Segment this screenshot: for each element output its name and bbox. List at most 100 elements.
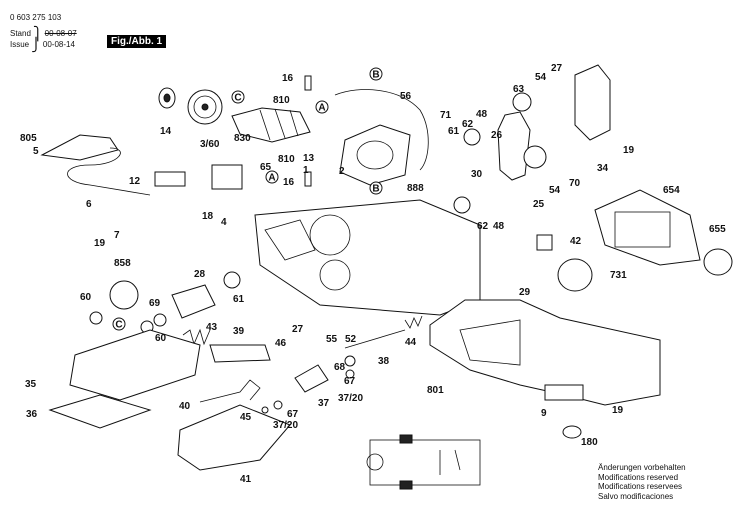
callout: 52 xyxy=(345,334,357,345)
spring44-drawing xyxy=(404,315,423,329)
foot-drawing xyxy=(562,425,582,439)
callout: 9 xyxy=(541,408,547,419)
circuit-diagram xyxy=(369,439,481,486)
callout: 7 xyxy=(114,230,120,241)
callout: 655 xyxy=(709,224,726,235)
part-callouts: 16 810 14 3/60 830 56 71 61 48 62 26 63 … xyxy=(20,63,726,485)
dust-box-drawing xyxy=(594,189,701,266)
callout: 1 xyxy=(303,165,309,176)
callout: 40 xyxy=(179,401,191,412)
callout: 34 xyxy=(597,163,609,174)
callout: 16 xyxy=(283,177,295,188)
callout: 810 xyxy=(273,95,290,106)
callout: 56 xyxy=(400,91,412,102)
callout: 13 xyxy=(303,153,315,164)
callout: 46 xyxy=(275,338,287,349)
callout: 68 xyxy=(334,362,346,373)
housing-drawing xyxy=(254,199,481,316)
callout: 41 xyxy=(240,474,252,485)
callout: 30 xyxy=(471,169,483,180)
callout: 69 xyxy=(149,298,161,309)
callout: 858 xyxy=(114,258,131,269)
callout: 37/20 xyxy=(338,393,363,404)
callout: 888 xyxy=(407,183,424,194)
callout: 731 xyxy=(610,270,627,281)
knob-drawing xyxy=(557,258,593,292)
callout: 61 xyxy=(448,126,460,137)
cable-drawing xyxy=(334,89,429,171)
marker-C: C xyxy=(234,93,241,104)
callout: 67 xyxy=(344,376,356,387)
callout: 62 xyxy=(477,221,489,232)
callout: 27 xyxy=(551,63,563,74)
armature-drawing xyxy=(231,107,311,143)
lever39-drawing xyxy=(209,344,271,363)
callout: 43 xyxy=(206,322,218,333)
callout: 37/20 xyxy=(273,420,298,431)
callout: 12 xyxy=(129,176,141,187)
stand-row: Stand ⎫ 00-08-07 xyxy=(10,26,77,41)
callout: 71 xyxy=(440,110,452,121)
roller37-drawing xyxy=(294,364,329,393)
brush-drawing xyxy=(304,75,312,91)
plate-drawing xyxy=(544,384,584,401)
spring-drawing xyxy=(182,328,211,346)
callout: 65 xyxy=(260,162,272,173)
callout: 44 xyxy=(405,337,417,348)
note-line: Salvo modificaciones xyxy=(598,491,674,501)
callout: 27 xyxy=(292,324,304,335)
marker-C: C xyxy=(115,320,122,331)
callout: 54 xyxy=(535,72,547,83)
callout: 801 xyxy=(427,385,444,396)
marker-B: B xyxy=(372,184,379,195)
gear-drawing xyxy=(109,280,139,310)
callout: 6 xyxy=(86,199,92,210)
callout: 61 xyxy=(233,294,245,305)
callout: 19 xyxy=(94,238,106,249)
base-plate-drawing xyxy=(177,404,291,471)
issue-label: Issue xyxy=(10,40,30,49)
lever40-drawing xyxy=(199,379,261,403)
callout: 26 xyxy=(491,130,503,141)
callout: 67 xyxy=(287,409,299,420)
callout: 810 xyxy=(278,154,295,165)
callout: 39 xyxy=(233,326,245,337)
callout: 14 xyxy=(160,126,172,137)
callout: 70 xyxy=(569,178,581,189)
callout: 36 xyxy=(26,409,38,420)
cord-drawing xyxy=(67,147,151,196)
callout: 29 xyxy=(519,287,531,298)
axle-drawing xyxy=(344,329,406,349)
callout: 42 xyxy=(570,236,582,247)
callout: 19 xyxy=(612,405,624,416)
callout: 16 xyxy=(282,73,294,84)
figure-label: Fig./Abb. 1 xyxy=(107,35,167,48)
disclaimer-notes: Änderungen vorbehalten Modifications res… xyxy=(598,463,686,501)
issue-date: 00-08-14 xyxy=(42,40,75,49)
callout: 28 xyxy=(194,269,206,280)
stator-drawing xyxy=(339,124,411,186)
callout: 48 xyxy=(493,221,505,232)
callout: 35 xyxy=(25,379,37,390)
callout: 3/60 xyxy=(200,139,220,150)
callout: 180 xyxy=(581,437,598,448)
callout: 45 xyxy=(240,412,252,423)
callout: 54 xyxy=(549,185,561,196)
callout: 2 xyxy=(339,166,345,177)
callout: 830 xyxy=(234,133,251,144)
callout: 654 xyxy=(663,185,680,196)
switch-drawing xyxy=(211,164,243,190)
marker-B: B xyxy=(372,70,379,81)
sanding-belt-drawing xyxy=(69,329,201,401)
callout: 19 xyxy=(623,145,635,156)
plug-drawing xyxy=(40,134,119,161)
callout: 60 xyxy=(80,292,92,303)
note-line: Modifications reservees xyxy=(598,482,683,492)
frame36-drawing xyxy=(48,394,152,429)
pulley-drawing xyxy=(512,92,532,112)
callout: 18 xyxy=(202,211,214,222)
stand-date: 00-08-07 xyxy=(44,29,77,38)
doc-number: 0 603 275 103 xyxy=(10,13,62,22)
issue-row: Issue ⎭ 00-08-14 xyxy=(10,37,75,52)
